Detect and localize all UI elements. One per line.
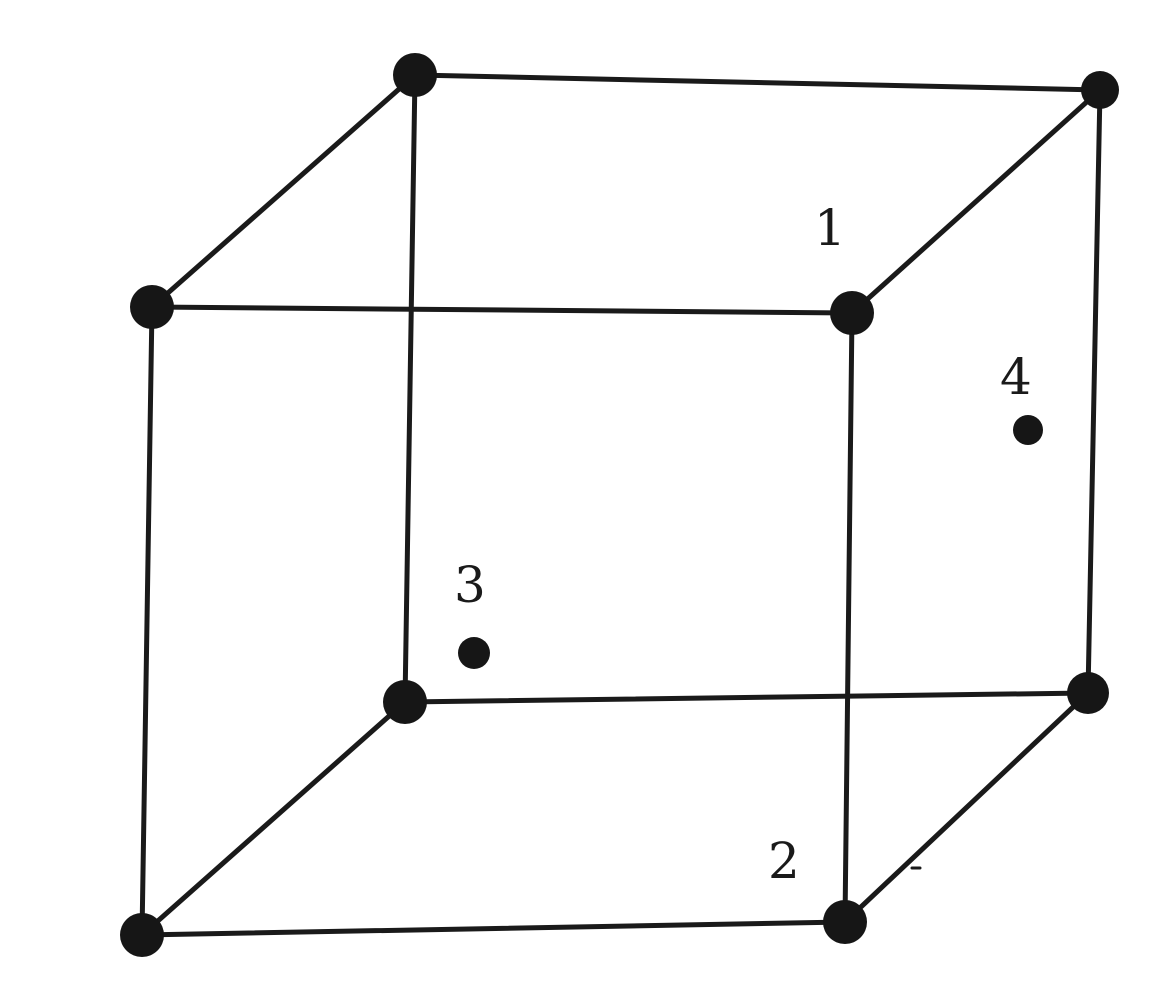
edge-connect-bottom-right <box>842 690 1091 925</box>
label-4: 4 <box>1000 348 1032 406</box>
edge-back-bottom <box>402 690 1091 705</box>
edge-front-right <box>842 310 855 925</box>
edge-connect-top-right <box>849 87 1103 316</box>
atom-front-top-left <box>130 285 174 329</box>
edge-front-bottom <box>139 919 848 938</box>
atom-back-bottom-left <box>383 680 427 724</box>
edge-front-left <box>139 304 155 938</box>
edge-connect-bottom-left <box>139 699 408 938</box>
edge-connect-top-left <box>149 72 418 310</box>
atom-front-bottom-right <box>823 900 867 944</box>
atom-back-top-right <box>1081 71 1119 109</box>
point-4 <box>1013 415 1043 445</box>
atom-back-bottom-right <box>1067 672 1109 714</box>
atom-back-top-left <box>393 53 437 97</box>
edge-back-right <box>1085 87 1103 696</box>
edge-back-left <box>402 72 418 705</box>
edge-front-top <box>149 304 855 316</box>
edge-back-top <box>412 72 1103 93</box>
point-3 <box>458 637 490 669</box>
label-1: 1 <box>814 199 846 257</box>
atom-front-bottom-left <box>120 913 164 957</box>
label-2: 2 <box>768 832 800 890</box>
atom-front-top-right <box>830 291 874 335</box>
label-3: 3 <box>454 556 486 614</box>
